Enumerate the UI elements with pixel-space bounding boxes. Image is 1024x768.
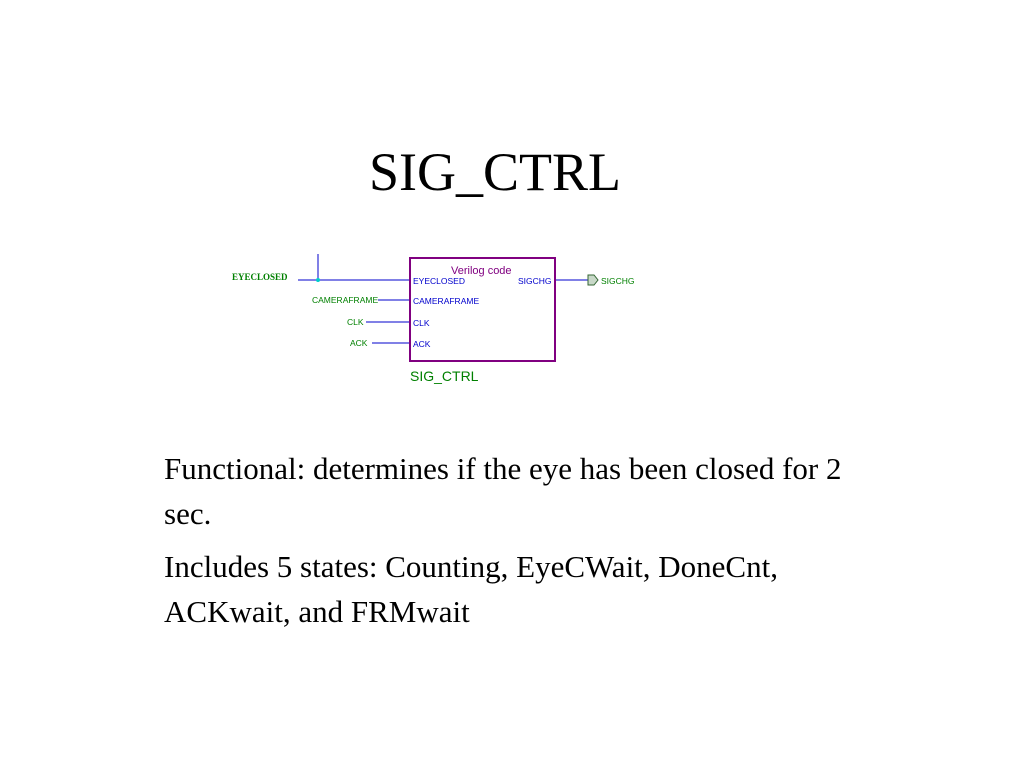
- port-label-ack: ACK: [413, 339, 431, 349]
- port-label-clk: CLK: [413, 318, 430, 328]
- net-label-eyeclosed: EYECLOSED: [232, 272, 288, 282]
- wire-junction: [316, 278, 320, 282]
- net-label-ack: ACK: [350, 338, 368, 348]
- paragraph-states: Includes 5 states: Counting, EyeCWait, D…: [164, 549, 778, 629]
- port-label-sigchg: SIGCHG: [518, 276, 552, 286]
- port-label-eyeclosed: EYECLOSED: [413, 276, 465, 286]
- output-connector-icon: [587, 274, 599, 286]
- block-caption: Verilog code: [451, 265, 512, 277]
- slide-title: SIG_CTRL: [368, 142, 622, 202]
- net-label-clk: CLK: [347, 317, 364, 327]
- block-border: [409, 257, 556, 362]
- block-name: SIG_CTRL: [410, 368, 479, 384]
- net-label-sigchg: SIGCHG: [601, 276, 635, 286]
- body-text: Functional: determines if the eye has be…: [164, 446, 864, 642]
- net-label-cameraframe: CAMERAFRAME: [312, 295, 378, 305]
- paragraph-functional: Functional: determines if the eye has be…: [164, 451, 842, 531]
- port-label-cameraframe: CAMERAFRAME: [413, 296, 479, 306]
